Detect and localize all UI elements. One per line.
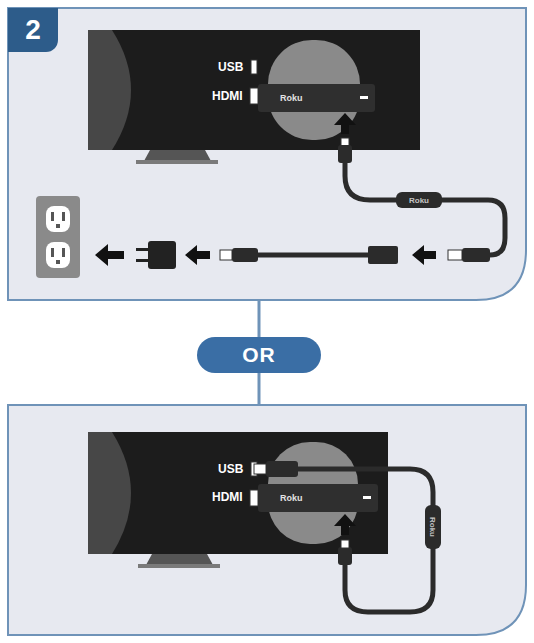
slot — [62, 212, 65, 221]
power-adapter — [148, 241, 176, 269]
port-label: HDMI — [212, 89, 243, 103]
slot — [51, 248, 54, 257]
port-label: USB — [218, 462, 243, 476]
micro-usb-plug — [338, 547, 352, 565]
bottom-panel — [8, 405, 526, 635]
tv-shade — [88, 30, 131, 150]
node-text: Roku — [429, 517, 438, 537]
arrow — [95, 244, 124, 266]
node-text: Roku — [280, 493, 303, 503]
node-text: Roku — [409, 196, 429, 205]
arrow — [334, 113, 356, 134]
usb-plug — [232, 248, 258, 262]
receptacle — [46, 206, 70, 232]
node-text: 2 — [25, 14, 41, 46]
node-text: Roku — [280, 93, 303, 103]
tv-base — [138, 564, 220, 568]
bottom-cabling — [254, 461, 433, 612]
port-label: USB — [218, 60, 243, 74]
receptacle — [46, 242, 70, 268]
cable-box: Roku — [425, 505, 441, 549]
top-tv — [88, 30, 420, 164]
usb-plug — [462, 248, 490, 262]
tv-base — [136, 160, 218, 164]
panels — [8, 8, 526, 635]
usb-socket — [368, 246, 398, 264]
stick-button — [360, 96, 368, 99]
slot — [56, 260, 60, 264]
arrow — [334, 514, 356, 535]
tv-screen — [88, 432, 388, 554]
usb-plug-metal — [220, 250, 232, 260]
arrow — [185, 245, 210, 265]
usb-plug-metal — [254, 464, 266, 474]
cable-box: Roku — [396, 192, 442, 208]
slot — [56, 224, 60, 228]
arrow — [412, 245, 436, 265]
cable — [256, 253, 368, 258]
usb-port — [251, 60, 257, 74]
slot — [62, 248, 65, 257]
top-cabling — [36, 113, 505, 278]
tv-stand — [146, 554, 213, 565]
adapter-prong — [136, 248, 148, 251]
bottom-tv — [88, 432, 388, 568]
micro-usb-tip — [341, 540, 349, 548]
stick-button — [363, 496, 371, 499]
usb-plug-metal — [448, 250, 462, 260]
roku-stick: Roku — [258, 484, 378, 512]
micro-usb-tip — [341, 138, 349, 146]
wall-outlet — [36, 196, 80, 278]
hdmi-port — [250, 88, 258, 104]
hdmi-port — [250, 490, 258, 506]
step-badge: 2 — [8, 8, 58, 52]
top-panel — [8, 8, 526, 300]
tv-shade — [88, 432, 131, 554]
port-label: HDMI — [212, 490, 243, 504]
slot — [51, 212, 54, 221]
tv-stand — [144, 150, 211, 161]
micro-usb-plug — [338, 145, 352, 163]
tv-screen — [88, 30, 420, 150]
cable — [345, 163, 505, 255]
usb-plug — [266, 461, 298, 477]
node-text: OR — [242, 343, 276, 367]
adapter-prong — [136, 259, 148, 262]
roku-stick: Roku — [258, 84, 375, 112]
or-pill: OR — [197, 337, 321, 373]
